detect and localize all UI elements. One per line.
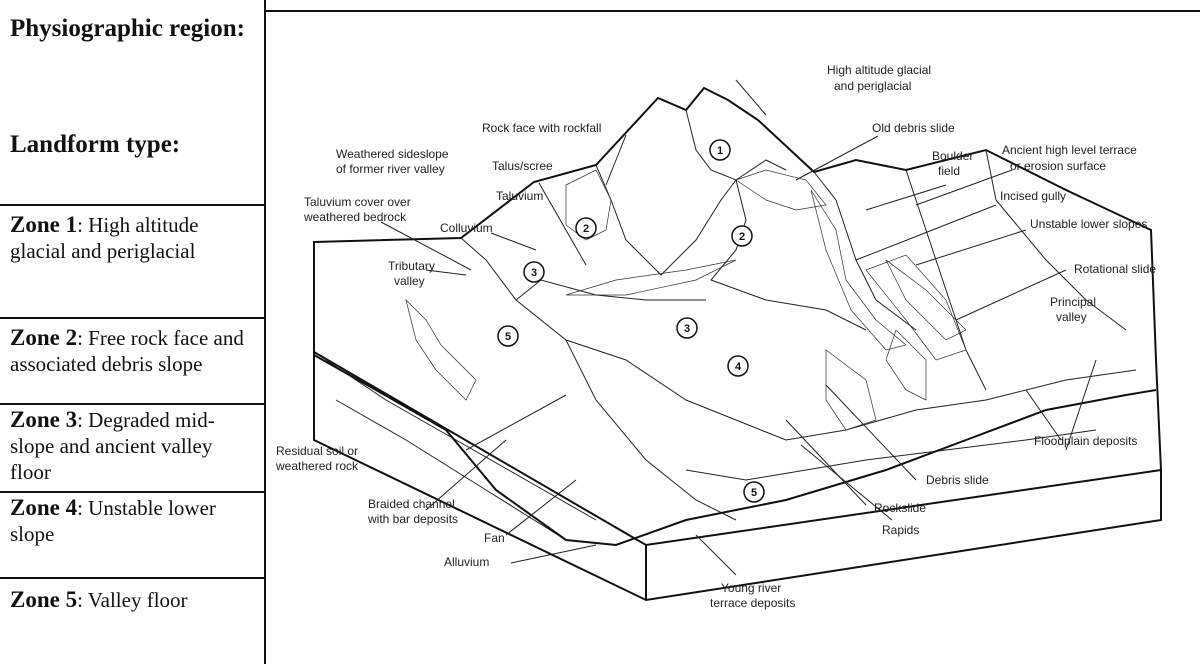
- svg-text:5: 5: [505, 331, 511, 343]
- label-braided-2: with bar deposits: [367, 512, 458, 526]
- label-floodplain: Floodplain deposits: [1034, 434, 1137, 448]
- label-boulder-1: Boulder: [932, 149, 973, 163]
- label-high-alt-2: and periglacial: [834, 79, 911, 93]
- label-fan: Fan: [484, 531, 505, 545]
- label-colluvium: Colluvium: [440, 221, 493, 235]
- zone-4-cell: Zone 4: Unstable lower slope: [0, 493, 264, 579]
- zone-5-cell: Zone 5: Valley floor: [0, 579, 264, 664]
- label-principal-1: Principal: [1050, 295, 1096, 309]
- table-header-cell: Physiographic region: Landform type:: [0, 0, 264, 206]
- label-rockslide: Rockslide: [874, 501, 926, 515]
- label-debris-slide: Debris slide: [926, 473, 989, 487]
- block-outline: High altitude glacial and periglacial Ro…: [275, 63, 1161, 610]
- label-rotational: Rotational slide: [1074, 262, 1156, 276]
- zone-marker-5a: 5: [498, 326, 518, 346]
- svg-text:1: 1: [717, 145, 723, 157]
- zone-1-title: Zone 1: [10, 212, 77, 237]
- zone-marker-2a: 2: [576, 218, 596, 238]
- zone-3-title: Zone 3: [10, 407, 77, 432]
- zone-3-cell: Zone 3: Degraded mid-slope and ancient v…: [0, 405, 264, 493]
- label-boulder-2: field: [938, 164, 960, 178]
- landform-type-label: Landform type:: [10, 130, 180, 159]
- label-young-1: Young river: [721, 581, 781, 595]
- label-alluvium: Alluvium: [444, 555, 489, 569]
- label-tributary-2: valley: [394, 274, 425, 288]
- zone-marker-4: 4: [728, 356, 748, 376]
- zone-5-title: Zone 5: [10, 587, 77, 612]
- physiographic-region-label: Physiographic region:: [10, 14, 245, 43]
- label-taluvium-cover-2: weathered bedrock: [303, 210, 407, 224]
- label-talus: Talus/scree: [492, 159, 553, 173]
- zone-4-title: Zone 4: [10, 495, 77, 520]
- label-ancient-2: or erosion surface: [1010, 159, 1106, 173]
- zone-2-title: Zone 2: [10, 325, 77, 350]
- label-young-2: terrace deposits: [710, 596, 795, 610]
- label-ancient-1: Ancient high level terrace: [1002, 143, 1137, 157]
- label-residual-1: Residual soil or: [276, 444, 358, 458]
- zone-marker-2b: 2: [732, 226, 752, 246]
- svg-text:2: 2: [739, 231, 745, 243]
- label-unstable: Unstable lower slopes: [1030, 217, 1147, 231]
- zone-marker-5b: 5: [744, 482, 764, 502]
- svg-text:5: 5: [751, 487, 757, 499]
- label-high-alt-1: High altitude glacial: [827, 63, 931, 77]
- svg-text:3: 3: [531, 267, 537, 279]
- svg-text:2: 2: [583, 223, 589, 235]
- label-incised: Incised gully: [1000, 189, 1066, 203]
- landform-block-diagram: High altitude glacial and periglacial Ro…: [266, 0, 1200, 664]
- label-taluvium-cover-1: Taluvium cover over: [304, 195, 411, 209]
- label-rapids: Rapids: [882, 523, 919, 537]
- label-old-debris: Old debris slide: [872, 121, 955, 135]
- label-taluvium: Taluvium: [496, 189, 543, 203]
- leader-lines: [381, 80, 1096, 575]
- zone-1-cell: Zone 1: High altitude glacial and perigl…: [0, 206, 264, 319]
- label-braided-1: Braided channel: [368, 497, 455, 511]
- label-weathered-1: Weathered sideslope: [336, 147, 449, 161]
- zone-marker-3b: 3: [677, 318, 697, 338]
- zone-2-cell: Zone 2: Free rock face and associated de…: [0, 319, 264, 405]
- label-tributary-1: Tributary: [388, 259, 435, 273]
- label-rock-face: Rock face with rockfall: [482, 121, 601, 135]
- zone-marker-3a: 3: [524, 262, 544, 282]
- svg-text:4: 4: [735, 361, 742, 373]
- label-principal-2: valley: [1056, 310, 1087, 324]
- zone-5-desc: : Valley floor: [77, 588, 187, 612]
- zone-table: Physiographic region: Landform type: Zon…: [0, 0, 266, 664]
- svg-text:3: 3: [684, 323, 690, 335]
- label-weathered-2: of former river valley: [336, 162, 445, 176]
- zone-marker-1: 1: [710, 140, 730, 160]
- label-residual-2: weathered rock: [275, 459, 359, 473]
